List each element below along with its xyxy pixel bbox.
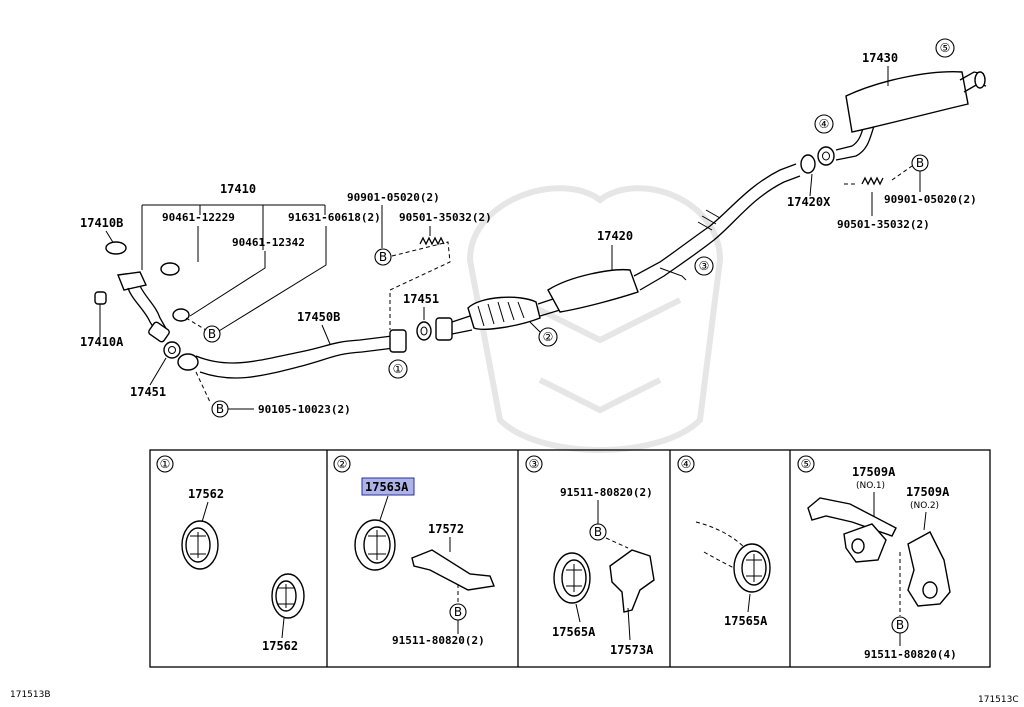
bracket-17509a-no1	[807, 497, 897, 537]
svg-text:B: B	[379, 250, 387, 264]
panel-2: ② 17563A 17572 B 91511-80820(2)	[333, 455, 495, 647]
highlighted-part-17563a[interactable]: 17563A	[365, 480, 409, 494]
svg-text:B: B	[916, 156, 924, 170]
label-17420x: 17420X	[787, 195, 831, 209]
panel-1-label-a: 17562	[188, 487, 224, 501]
label-17410: 17410	[220, 182, 256, 196]
label-90901-05020-right: 90901-05020(2)	[884, 193, 977, 206]
part-17420x-gasket	[817, 146, 835, 166]
hanger-17562-b	[271, 573, 305, 619]
label-90105-10023: 90105-10023(2)	[258, 403, 351, 416]
svg-text:②: ②	[337, 457, 348, 471]
label-group-17410: 17410	[141, 182, 326, 270]
panel-5-note-b: (NO.2)	[910, 501, 939, 511]
part-90461-12342-clip	[172, 308, 190, 322]
svg-text:B: B	[216, 402, 224, 416]
label-17420: 17420	[597, 229, 633, 243]
spring-right	[861, 176, 884, 186]
label-90461-12342: 90461-12342	[232, 236, 305, 249]
label-17451-top: 17451	[403, 292, 439, 306]
svg-text:B: B	[896, 618, 904, 632]
part-17410a-stud	[94, 291, 107, 305]
panel-1: ① 17562 17562	[156, 455, 305, 653]
spring-left	[419, 236, 445, 246]
panel-3-bolt: 91511-80820(2)	[560, 486, 653, 499]
part-90461-12229-clip	[160, 262, 180, 276]
svg-text:B: B	[594, 525, 602, 539]
label-90901-05020-left: 90901-05020(2)	[347, 191, 440, 204]
marker-2	[538, 327, 558, 347]
marker-b-bolt	[203, 325, 221, 343]
svg-text:⑤: ⑤	[940, 41, 951, 55]
marker-3	[694, 256, 714, 276]
panel-4: ④ 17565A	[677, 455, 771, 628]
bracket-17572	[411, 549, 495, 591]
footer-code-right: 171513C	[978, 695, 1019, 705]
marker-5	[935, 38, 955, 58]
bracket-17509a-no2	[907, 531, 951, 607]
svg-text:④: ④	[681, 457, 692, 471]
svg-text:③: ③	[699, 259, 710, 273]
svg-text:②: ②	[543, 330, 554, 344]
svg-text:①: ①	[393, 362, 404, 376]
panel-4-label-a: 17565A	[724, 614, 768, 628]
panel-5-label-b: 17509A	[906, 485, 950, 499]
marker-b-text: B	[208, 327, 216, 341]
part-17451-gasket-top	[416, 321, 432, 341]
panel-5: ⑤ 17509A (NO.1) 17509A (NO.2) B 91511-80…	[797, 455, 957, 661]
panel-3: ③ 91511-80820(2) B 17565A 17573A	[525, 455, 655, 657]
catalytic-converter	[467, 296, 541, 330]
marker-1	[388, 359, 408, 379]
highlight-box-17563a[interactable]	[361, 477, 415, 496]
marker-b-spring-left	[374, 248, 392, 266]
bracket-17573a	[609, 549, 655, 613]
panel-3-label-a: 17565A	[552, 625, 596, 639]
part-17451-gasket-left	[163, 341, 181, 359]
label-17430: 17430	[862, 51, 898, 65]
part-17410-front-pipe	[117, 262, 190, 343]
svg-text:B: B	[454, 605, 462, 619]
panel-1-label-b: 17562	[262, 639, 298, 653]
svg-text:③: ③	[529, 457, 540, 471]
label-90501-35032-left: 90501-35032(2)	[399, 211, 492, 224]
panel-5-label-a: 17509A	[852, 465, 896, 479]
part-17420-center-pipe	[435, 154, 816, 341]
sub-muffler	[547, 268, 639, 313]
label-17410a: 17410A	[80, 335, 124, 349]
hanger-17565a-p4	[733, 543, 771, 593]
svg-text:①: ①	[160, 457, 171, 471]
part-17410b-nut	[105, 241, 127, 255]
svg-text:⑤: ⑤	[801, 457, 812, 471]
panel-3-label-b: 17573A	[610, 643, 654, 657]
label-90461-12229: 90461-12229	[162, 211, 235, 224]
detail-panels	[149, 449, 991, 668]
panel-2-bolt: 91511-80820(2)	[392, 634, 485, 647]
label-90501-35032-right: 90501-35032(2)	[837, 218, 930, 231]
panel-2-label-b: 17572	[428, 522, 464, 536]
hanger-17563a	[354, 519, 396, 571]
part-17430-main-muffler	[835, 71, 987, 161]
label-17450b: 17450B	[297, 310, 340, 324]
hanger-17562-a	[181, 520, 219, 570]
part-17450b-exhaust-pipe	[177, 329, 407, 379]
label-17451-left: 17451	[130, 385, 166, 399]
panel-5-bolt: 91511-80820(4)	[864, 648, 957, 661]
marker-4	[814, 114, 834, 134]
hanger-17565a-p3	[553, 552, 591, 604]
label-17410b: 17410B	[80, 216, 123, 230]
panel-5-note-a: (NO.1)	[856, 481, 885, 491]
footer-code-left: 171513B	[10, 690, 51, 700]
label-91631-60618: 91631-60618(2)	[288, 211, 381, 224]
svg-text:④: ④	[819, 117, 830, 131]
